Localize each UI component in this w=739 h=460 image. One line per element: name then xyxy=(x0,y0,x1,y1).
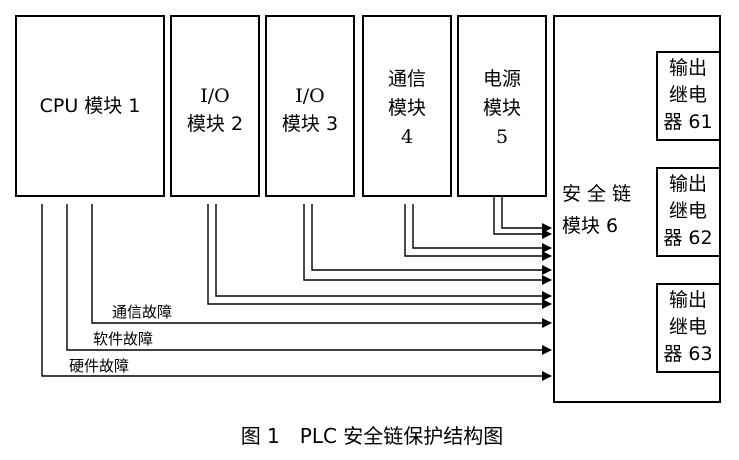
io-module-3-line1: I/O xyxy=(295,85,324,107)
relay-63-line2: 继电 xyxy=(669,316,707,338)
hardware-fault-label: 硬件故障 xyxy=(69,357,129,375)
hardware-fault-wire xyxy=(41,204,552,381)
relay-61-line2: 继电 xyxy=(669,84,707,106)
io-module-2-line1: I/O xyxy=(200,85,229,107)
comm-module-4-line1: 通信 xyxy=(388,68,426,90)
io3-wire-a xyxy=(303,204,552,285)
power5-wire-a xyxy=(493,196,552,239)
power-module-5-line3: 5 xyxy=(496,126,508,148)
relay-61-line1: 输出 xyxy=(669,57,707,79)
relay-63-line1: 输出 xyxy=(669,289,707,311)
relay-61-line3: 器 61 xyxy=(663,111,712,133)
io2-wire-a xyxy=(207,204,552,309)
safety-module-6-line1: 安 全 链 xyxy=(562,183,631,205)
cpu-module-label: CPU 模块 1 xyxy=(40,95,141,117)
io-module-2-line2: 模块 2 xyxy=(187,113,243,135)
output-relay-62: 输出 继电 器 62 xyxy=(656,167,721,257)
output-relay-63: 输出 继电 器 63 xyxy=(656,283,721,373)
power5-wire-b xyxy=(501,196,552,233)
comm-fault-wire xyxy=(91,204,552,328)
software-fault-label: 软件故障 xyxy=(93,330,153,348)
comm-module-4-line2: 模块 xyxy=(388,97,426,119)
io-module-3: I/O 模块 3 xyxy=(265,15,355,197)
relay-62-line3: 器 62 xyxy=(663,227,712,249)
comm-module-4-line3: 4 xyxy=(401,126,413,148)
io-module-2: I/O 模块 2 xyxy=(170,15,260,197)
figure-caption: 图 1 PLC 安全链保护结构图 xyxy=(241,424,504,448)
comm4-wire-a xyxy=(404,204,552,261)
power-module-5: 电源 模块 5 xyxy=(457,15,547,197)
comm-module-4: 通信 模块 4 xyxy=(362,15,452,197)
safety-module-6-line2: 模块 6 xyxy=(562,215,618,237)
power-module-5-line2: 模块 xyxy=(483,97,521,119)
comm4-wire-b xyxy=(412,204,552,253)
power-module-5-line1: 电源 xyxy=(483,68,521,90)
relay-62-line1: 输出 xyxy=(669,173,707,195)
relay-63-line3: 器 63 xyxy=(663,343,712,365)
io-module-3-line2: 模块 3 xyxy=(282,113,338,135)
output-relay-61: 输出 继电 器 61 xyxy=(656,51,721,141)
io3-wire-b xyxy=(311,204,552,275)
io2-wire-b xyxy=(215,204,552,301)
cpu-module-1: CPU 模块 1 xyxy=(15,15,165,197)
software-fault-wire xyxy=(66,204,552,355)
comm-fault-label: 通信故障 xyxy=(112,303,172,321)
relay-62-line2: 继电 xyxy=(669,200,707,222)
